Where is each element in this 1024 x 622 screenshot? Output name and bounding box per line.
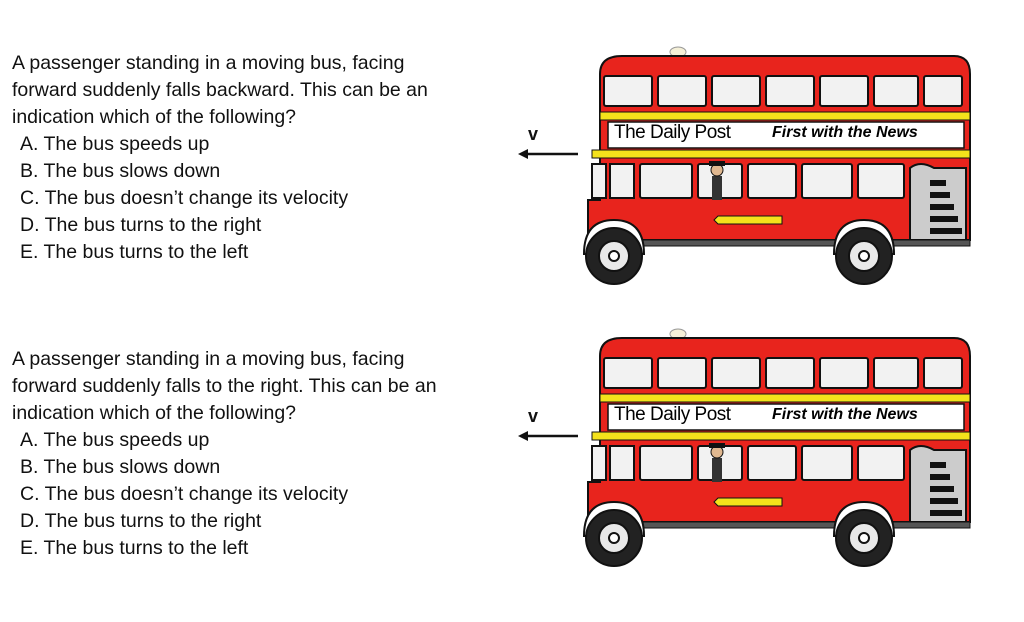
upper-stripe — [599, 393, 971, 403]
double-decker-bus-illustration-1: The Daily Post First with the News — [578, 44, 982, 290]
question-1-option-c: C. The bus doesn’t change its velocity — [20, 187, 349, 209]
bus-ad-name: The Daily Post — [614, 122, 731, 143]
question-2: . A passenger standing in a moving bus, … — [0, 346, 500, 562]
bus-skirt — [587, 239, 971, 247]
upper-stripe — [599, 111, 971, 121]
question-2-option-d: D. The bus turns to the right — [20, 510, 262, 532]
question-2-stem-line-3: indication which of the following? — [12, 402, 297, 424]
bus-ad-slogan: First with the News — [772, 406, 918, 423]
question-1-option-d: D. The bus turns to the right — [20, 214, 262, 236]
question-2-option-c: C. The bus doesn’t change its velocity — [20, 483, 349, 505]
rear-staircase — [909, 445, 967, 523]
question-1-stem-line-3: indication which of the following? — [12, 106, 297, 128]
passenger-icon — [709, 161, 725, 200]
lower-stripe — [591, 431, 971, 441]
upper-deck-windows — [603, 75, 963, 107]
bus-skirt — [587, 521, 971, 529]
rear-wheel-icon — [835, 509, 893, 567]
lower-stripe — [591, 149, 971, 159]
question-1: . A passenger standing in a moving bus, … — [0, 50, 500, 266]
destination-plate — [713, 497, 783, 507]
question-2-option-b: B. The bus slows down — [20, 456, 221, 478]
advert-panel — [607, 403, 965, 431]
passenger-icon — [709, 443, 725, 482]
advert-panel — [607, 121, 965, 149]
bus-drawing — [582, 328, 971, 567]
lower-deck-windows — [591, 163, 905, 199]
question-1-option-a: A. The bus speeds up — [20, 133, 210, 155]
bus-drawing — [582, 46, 971, 285]
velocity-label-2: v — [528, 406, 539, 426]
question-2-number: . — [0, 346, 1, 373]
left-arrow-icon — [518, 431, 578, 441]
question-1-option-b: B. The bus slows down — [20, 160, 221, 182]
velocity-label-1: v — [528, 124, 539, 144]
front-wheel-icon — [585, 227, 643, 285]
lower-deck-windows — [591, 445, 905, 481]
question-2-options: A. The bus speeds up B. The bus slows do… — [0, 427, 500, 562]
question-1-stem: . A passenger standing in a moving bus, … — [0, 50, 500, 131]
velocity-indicator-1: v — [516, 124, 580, 164]
bus-ad-name: The Daily Post — [614, 404, 731, 425]
question-2-stem-line-1: A passenger standing in a moving bus, fa… — [12, 348, 405, 370]
question-2-option-e: E. The bus turns to the left — [20, 537, 249, 559]
question-2-stem-line-2: forward suddenly falls to the right. Thi… — [12, 375, 437, 397]
rear-wheel-icon — [835, 227, 893, 285]
velocity-indicator-2: v — [516, 406, 580, 446]
question-1-stem-line-1: A passenger standing in a moving bus, fa… — [12, 52, 405, 74]
question-1-option-e: E. The bus turns to the left — [20, 241, 249, 263]
destination-plate — [713, 215, 783, 225]
left-arrow-icon — [518, 149, 578, 159]
question-2-option-a: A. The bus speeds up — [20, 429, 210, 451]
upper-deck-windows — [603, 357, 963, 389]
double-decker-bus-illustration-2: The Daily Post First with the News — [578, 326, 982, 572]
question-1-options: A. The bus speeds up B. The bus slows do… — [0, 131, 500, 266]
question-1-stem-line-2: forward suddenly falls backward. This ca… — [12, 79, 428, 101]
question-2-stem: . A passenger standing in a moving bus, … — [0, 346, 500, 427]
rear-staircase — [909, 163, 967, 241]
bus-ad-slogan: First with the News — [772, 124, 918, 141]
front-wheel-icon — [585, 509, 643, 567]
question-1-number: . — [0, 50, 1, 77]
